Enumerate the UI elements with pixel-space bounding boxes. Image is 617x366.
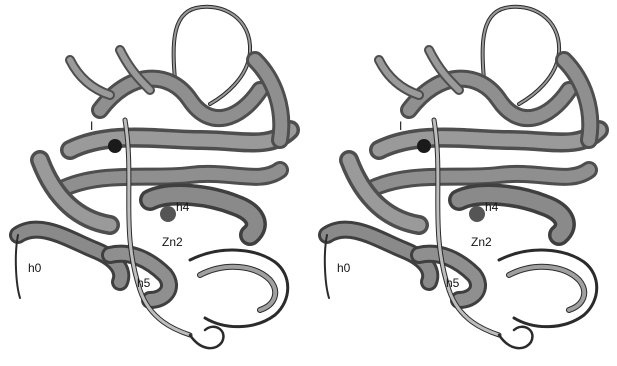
label-zn: Zn2 <box>471 235 492 249</box>
metal-atom <box>108 139 122 153</box>
tail-strand <box>325 235 329 298</box>
tail-strand <box>16 235 20 298</box>
label-h4: h4 <box>485 200 499 214</box>
label-i: I <box>90 119 93 133</box>
zinc-atom <box>160 206 176 222</box>
bottom-loop <box>190 327 223 348</box>
label-h5: h5 <box>446 276 460 290</box>
bottom-loop <box>499 327 532 348</box>
protein-ribbon <box>16 7 290 348</box>
zinc-atom <box>469 206 485 222</box>
ribbon-diagram-left: h0 h4 Zn2 h5 I <box>0 0 308 366</box>
stereo-panel-left: h0 h4 Zn2 h5 I <box>0 0 308 366</box>
ribbon-diagram-right: h0 h4 Zn2 h5 I <box>309 0 617 366</box>
label-h4: h4 <box>176 200 190 214</box>
label-h5: h5 <box>137 276 151 290</box>
label-i: I <box>399 119 402 133</box>
stereo-panel-right: h0 h4 Zn2 h5 I <box>309 0 617 366</box>
protein-ribbon <box>325 7 599 348</box>
metal-atom <box>417 139 431 153</box>
label-h0: h0 <box>337 261 351 275</box>
label-zn: Zn2 <box>162 235 183 249</box>
label-h0: h0 <box>28 261 42 275</box>
